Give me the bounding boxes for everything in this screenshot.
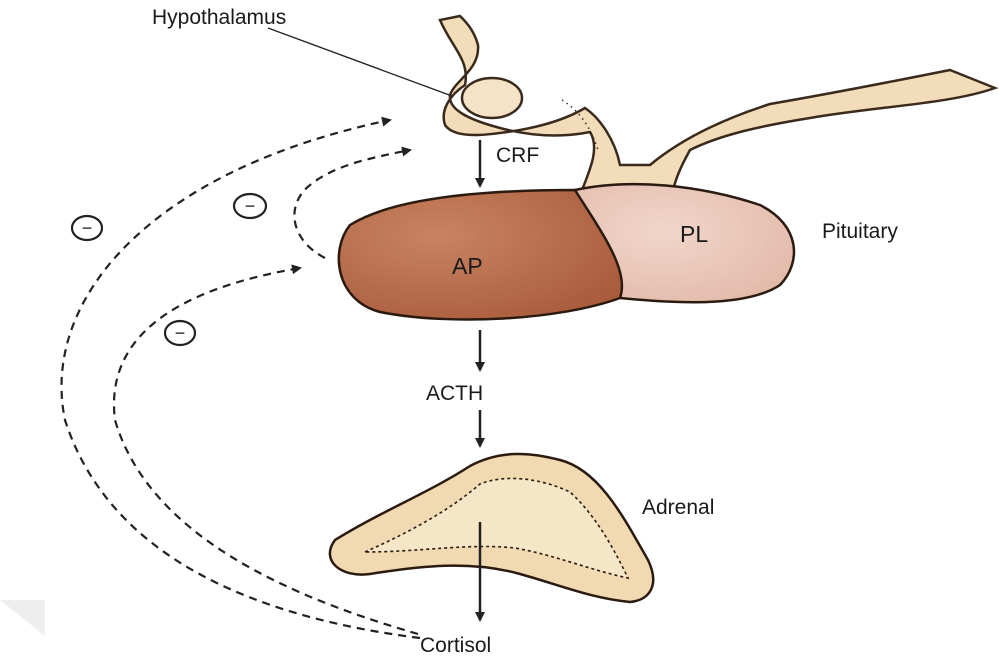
ap-label: AP bbox=[452, 253, 483, 279]
corner-watermark bbox=[0, 600, 45, 636]
crf-label: CRF bbox=[496, 144, 539, 167]
hypothalamus-pointer bbox=[268, 28, 452, 96]
cortisol-label: Cortisol bbox=[420, 634, 491, 657]
inhibition-minus-icon: − bbox=[72, 216, 102, 240]
inhibition-minus-icon: − bbox=[165, 321, 195, 345]
adrenal-gland-shape bbox=[330, 454, 653, 602]
acth-label: ACTH bbox=[426, 382, 483, 405]
minus-sign-1: − bbox=[82, 218, 93, 238]
pituitary-label: Pituitary bbox=[822, 220, 898, 243]
pl-label: PL bbox=[680, 221, 708, 247]
hypothalamus-shape bbox=[440, 16, 995, 195]
feedback-line-inner bbox=[114, 268, 418, 634]
minus-sign-3: − bbox=[175, 323, 186, 343]
minus-sign-2: − bbox=[245, 196, 256, 216]
inhibition-minus-icon: − bbox=[234, 194, 266, 218]
hypothalamus-label: Hypothalamus bbox=[152, 6, 286, 29]
adrenal-label: Adrenal bbox=[642, 496, 714, 519]
